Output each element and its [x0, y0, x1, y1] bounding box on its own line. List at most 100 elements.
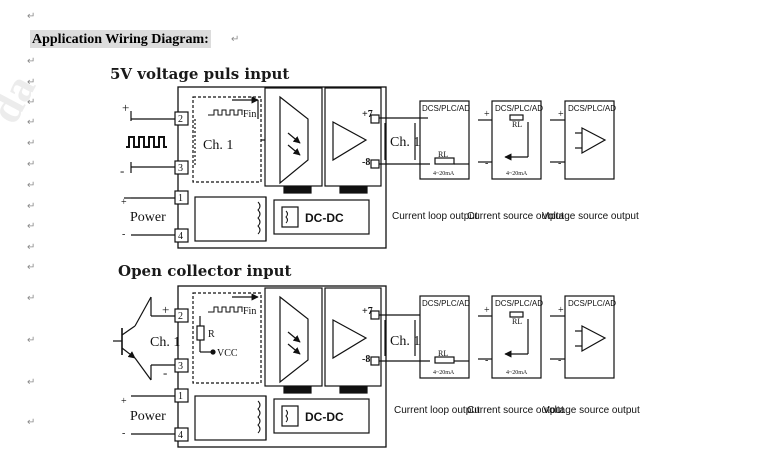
terminal-minus8: -8 [362, 354, 370, 365]
transformer-block [194, 395, 267, 441]
plus-sign: + [558, 305, 564, 316]
amplifier-icon [332, 120, 368, 162]
minus-sign: - [122, 229, 125, 240]
plus-sign: + [121, 197, 127, 208]
paragraph-mark: ↵ [27, 201, 36, 212]
resistor-icon [196, 325, 205, 341]
pin-label: 1 [178, 391, 183, 402]
caption-voltage-source: Voltage source output [543, 405, 640, 416]
paragraph-mark: ↵ [27, 180, 36, 191]
vcc-label: VCC [217, 348, 238, 359]
fin-label: Fin [243, 306, 256, 317]
output-current-loop [419, 100, 470, 180]
paragraph-mark: ↵ [27, 56, 36, 67]
paragraph-mark: ↵ [27, 262, 36, 273]
paragraph-mark: ↵ [27, 77, 36, 88]
plus-sign: + [121, 396, 127, 407]
minus-sign: - [558, 158, 561, 169]
r-label: R [208, 329, 215, 340]
terminal-plus7: +7 [362, 306, 373, 317]
output-current-loop [419, 295, 470, 379]
plus-sign: + [162, 302, 169, 317]
isolation-block [264, 87, 323, 187]
target-label: DCS/PLC/AD [495, 299, 543, 308]
optocoupler-icon [279, 95, 309, 185]
caption-current-loop: Current loop output [392, 211, 478, 222]
watermark-logo: da [0, 67, 45, 131]
minus-sign: - [163, 365, 167, 380]
paragraph-mark: ↵ [231, 34, 240, 45]
amplifier-block [324, 287, 382, 387]
caption-voltage-source: Voltage source output [542, 211, 639, 222]
minus-sign: - [122, 428, 125, 439]
output-voltage-source [564, 295, 615, 379]
caption-current-source: Current source output [467, 405, 564, 416]
fin-label: Fin [243, 109, 256, 120]
range-label: 4~20mA [433, 171, 455, 177]
pulse-icon [208, 109, 243, 116]
dcdc-label: DC-DC [305, 211, 344, 225]
target-label: DCS/PLC/AD [422, 299, 470, 308]
channel-label-input: Ch. 1 [150, 335, 180, 350]
heading-highlight: Application Wiring Diagram: [30, 30, 211, 48]
plus-sign: + [484, 305, 490, 316]
plus-sign: + [484, 109, 490, 120]
diagram1-title: 5V voltage puls input [110, 65, 289, 83]
paragraph-mark: ↵ [27, 117, 36, 128]
minus-sign: - [485, 158, 488, 169]
section-heading: Application Wiring Diagram: [32, 32, 209, 47]
terminal-plus7: +7 [362, 109, 373, 120]
paragraph-mark: ↵ [27, 293, 36, 304]
diagram-voltage-pulse: 5V voltage puls input 2 3 1 4 + - + Powe… [110, 65, 639, 249]
diagram2-title: Open collector input [118, 262, 291, 280]
target-label: DCS/PLC/AD [568, 299, 616, 308]
power-label: Power [130, 210, 166, 225]
pin-label: 3 [178, 361, 183, 372]
paragraph-mark: ↵ [27, 11, 36, 22]
minus-sign: - [120, 163, 124, 178]
output-current-source [491, 295, 542, 379]
power-label: Power [130, 409, 166, 424]
amplifier-block [324, 87, 382, 187]
buffer-icon [581, 127, 607, 155]
paragraph-mark: ↵ [27, 242, 36, 253]
paragraph-mark: ↵ [27, 159, 36, 170]
pin-label: 4 [178, 430, 183, 441]
output-voltage-source [564, 100, 615, 180]
caption-current-loop: Current loop output [394, 405, 480, 416]
paragraph-mark: ↵ [27, 97, 36, 108]
rl-label: RL [512, 120, 522, 129]
rl-label: RL [438, 150, 448, 159]
pulse-icon [126, 136, 167, 148]
plus-sign: + [122, 100, 129, 115]
rl-label: RL [512, 317, 522, 326]
pin-label: 3 [178, 163, 183, 174]
pin-label: 1 [178, 193, 183, 204]
range-label: 4~20mA [506, 370, 528, 376]
rl-label: RL [438, 349, 448, 358]
dcdc-label: DC-DC [305, 410, 344, 424]
output-current-source [491, 100, 542, 180]
target-label: DCS/PLC/AD [495, 104, 543, 113]
dcdc-block [273, 398, 370, 434]
caption-current-source: Current source output [467, 211, 564, 222]
channel-out-label: Ch. 1 [390, 135, 420, 150]
pin-label: 2 [178, 311, 183, 322]
terminal-minus8: -8 [362, 157, 370, 168]
target-label: DCS/PLC/AD [568, 104, 616, 113]
plus-sign: + [558, 109, 564, 120]
paragraph-mark: ↵ [27, 138, 36, 149]
transformer-block [194, 196, 267, 242]
pin-label: 4 [178, 231, 183, 242]
minus-sign: - [558, 355, 561, 366]
dcdc-block [273, 199, 370, 235]
pin-label: 2 [178, 114, 183, 125]
paragraph-mark: ↵ [27, 335, 36, 346]
range-label: 4~20mA [433, 370, 455, 376]
paragraph-mark: ↵ [27, 377, 36, 388]
channel-label: Ch. 1 [203, 138, 233, 153]
target-label: DCS/PLC/AD [422, 104, 470, 113]
paragraph-mark: ↵ [27, 417, 36, 428]
paragraph-mark: ↵ [27, 221, 36, 232]
